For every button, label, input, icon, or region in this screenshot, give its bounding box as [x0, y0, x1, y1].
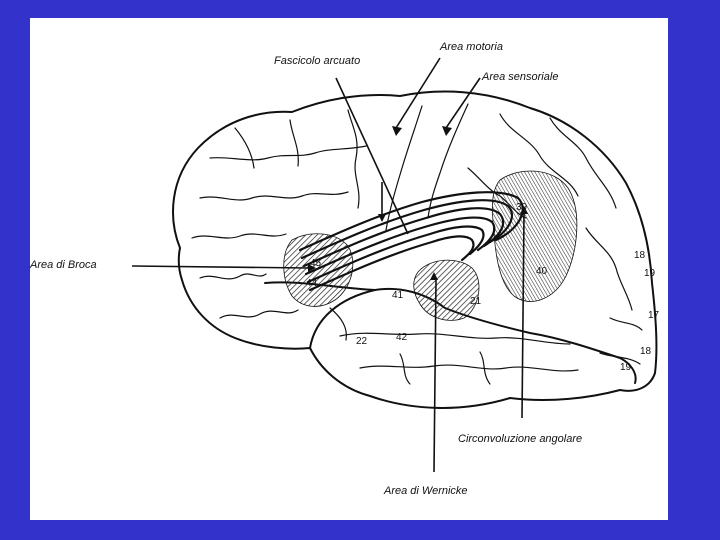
arcuate-pointer: [335, 77, 409, 235]
brodmann-19-lower: 19: [620, 362, 632, 373]
sensory-area-pointer: [445, 77, 481, 129]
arcuate-fasciculus: [298, 191, 524, 292]
frontal-sulcus-8: [347, 109, 360, 209]
brodmann-42: 42: [396, 332, 408, 343]
sensory-arrowhead: [442, 126, 452, 136]
occipital-sulcus-2: [599, 352, 641, 365]
temporal-lobe-outline: [309, 287, 637, 384]
temporal-sulcus-5: [479, 351, 491, 385]
label-area-motoria: Area motoria: [439, 41, 503, 53]
frontal-sulcus-7: [289, 119, 299, 167]
frontal-sulcus-4: [199, 273, 267, 280]
broca-pointer: [131, 265, 309, 269]
brodmann-19-upper: 19: [644, 268, 656, 279]
brodmann-17: 17: [648, 310, 660, 321]
occipital-sulcus-1: [609, 317, 643, 331]
wernicke-area-hatched: [413, 259, 480, 321]
brodmann-44: 44: [306, 278, 318, 289]
broca-area-hatched: [283, 233, 354, 307]
temporal-sulcus-2: [359, 364, 579, 372]
central-sulcus: [385, 105, 423, 231]
parietal-sulcus-3: [585, 227, 633, 311]
postcentral-sulcus: [427, 103, 469, 219]
brain-diagram-svg: Area motoria Fascicolo arcuato Area sens…: [30, 41, 660, 497]
label-fascicolo-arcuato: Fascicolo arcuato: [274, 55, 360, 67]
motor-arrowhead: [392, 126, 402, 136]
frontal-sulcus-3: [191, 233, 287, 239]
label-area-sensoriale: Area sensoriale: [481, 71, 558, 83]
parietal-sulcus-1: [499, 113, 579, 197]
arcuate-small-arrowhead: [378, 214, 386, 222]
wernicke-pointer: [433, 279, 437, 473]
temporal-sulcus-1: [339, 332, 571, 345]
angular-arrowhead: [520, 206, 528, 214]
temporal-sulcus-3: [329, 307, 347, 341]
frontal-sulcus-5: [219, 309, 299, 319]
brain-outline: [172, 90, 658, 409]
frontal-sulcus-2: [199, 191, 349, 201]
angular-pointer: [521, 213, 525, 419]
broca-arrowhead: [308, 264, 316, 272]
frontal-sulcus-1: [209, 145, 367, 161]
brodmann-40: 40: [536, 266, 548, 277]
wernicke-arrowhead: [430, 272, 438, 280]
temporal-sulcus-4: [399, 353, 411, 385]
parietal-sulcus-2: [549, 117, 617, 209]
label-circonvoluzione-angolare: Circonvoluzione angolare: [458, 433, 582, 445]
brodmann-45: 45: [310, 258, 322, 269]
frontal-sulcus-6: [234, 127, 255, 169]
brain-diagram-figure: Area motoria Fascicolo arcuato Area sens…: [30, 18, 668, 520]
brodmann-39: 39: [516, 202, 528, 213]
label-area-wernicke: Area di Wernicke: [383, 485, 468, 497]
motor-area-pointer: [395, 57, 441, 129]
brodmann-22: 22: [356, 336, 368, 347]
brodmann-18-upper: 18: [634, 250, 646, 261]
brodmann-18-lower: 18: [640, 346, 652, 357]
brodmann-21: 21: [470, 296, 482, 307]
label-area-broca: Area di Broca: [30, 259, 97, 271]
brodmann-41: 41: [392, 290, 404, 301]
